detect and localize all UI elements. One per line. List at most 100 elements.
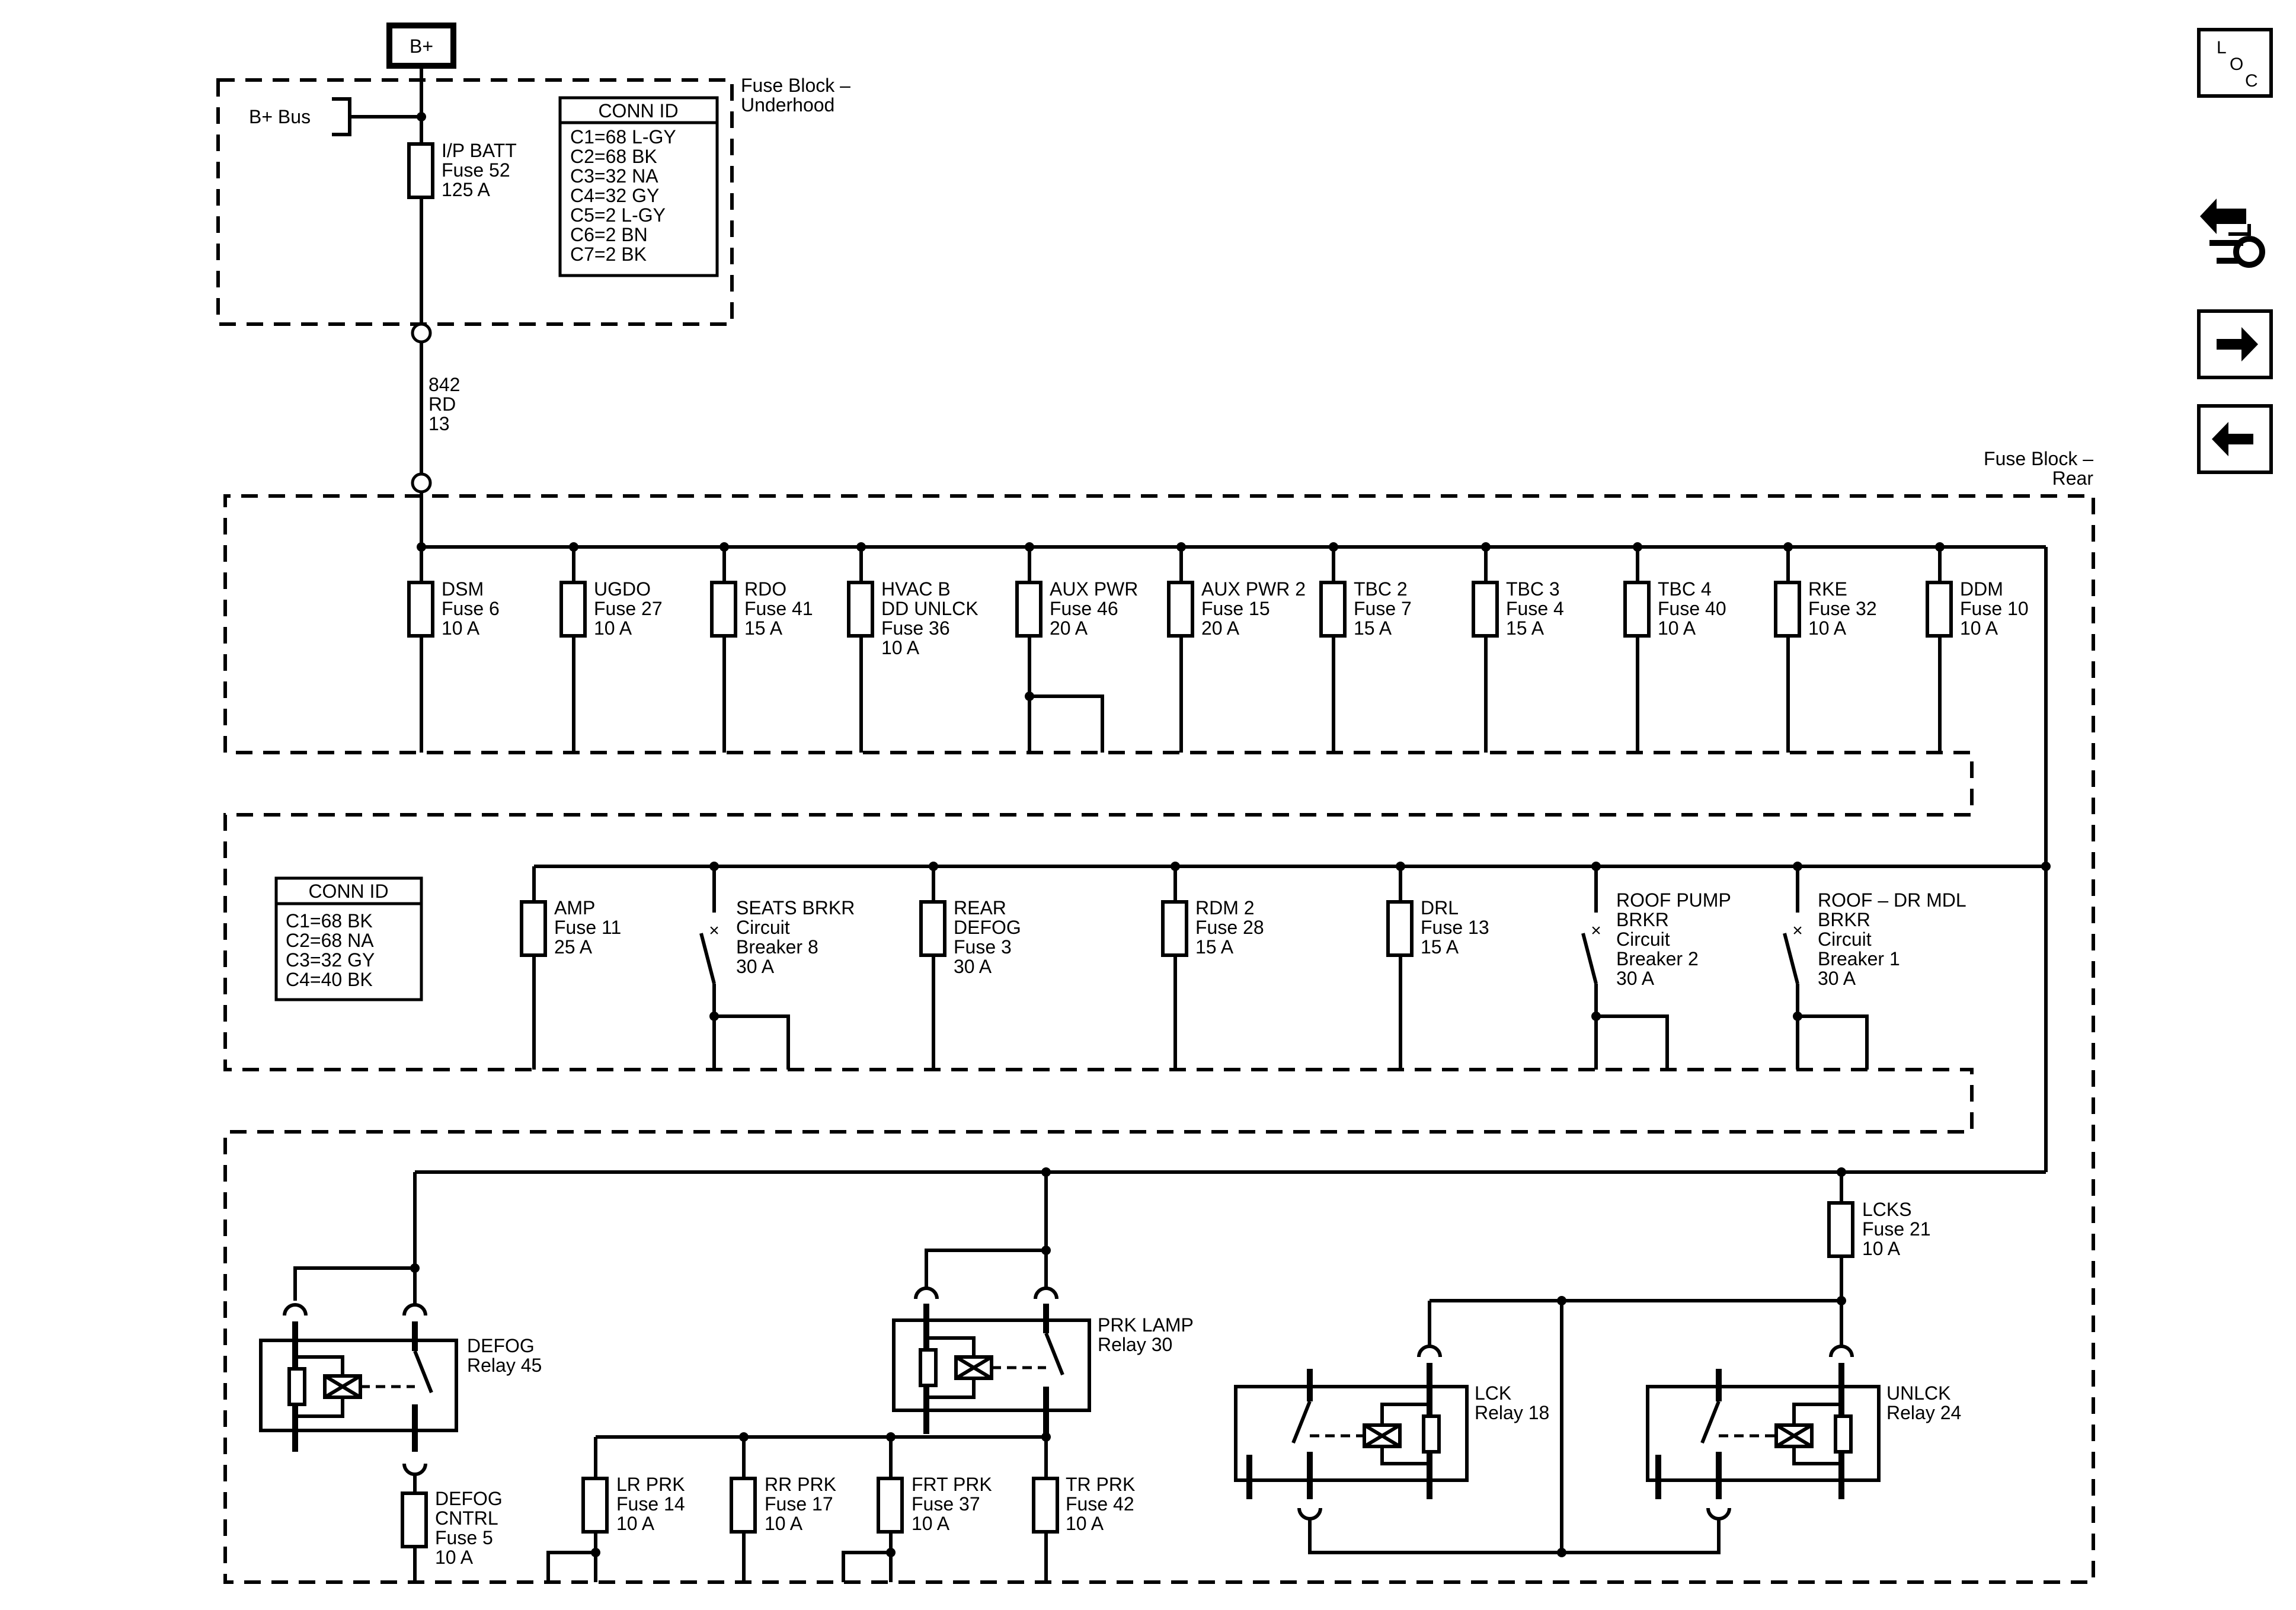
bottom-fuse-row: LR PRK Fuse 14 10 A RR PRK Fuse 17 10 A … [546, 1432, 1135, 1582]
fuse-ugdo: UGDO Fuse 27 10 A [559, 542, 663, 753]
circuit-breaker-roof-dr-mdl: × ROOF – DR MDL BRKR Circuit Breaker 1 3… [1783, 862, 1966, 1070]
fuse-rating: 10 A [1960, 617, 1998, 639]
breaker-rating: 30 A [736, 956, 775, 977]
fuse-rating: 10 A [1808, 617, 1847, 639]
b-plus-label: B+ [410, 36, 433, 57]
fuse-number: Fuse 40 [1658, 598, 1726, 619]
underhood-conn-id-item: C5=2 L-GY [570, 204, 666, 226]
fuse-name: TR PRK [1066, 1474, 1135, 1495]
fuse-number: Fuse 37 [912, 1493, 980, 1515]
defog-relay: DEFOG Relay 45 DEFOG CNTRL Fuse 5 10 A [259, 1263, 542, 1582]
fuse-rating: 10 A [1862, 1238, 1901, 1259]
fuse-name: AUX PWR [1050, 578, 1138, 600]
underhood-conn-id-item: C2=68 BK [570, 146, 657, 167]
fuse-amp: AMP Fuse 11 25 A [520, 866, 621, 1070]
fuse-number: Fuse 41 [744, 598, 813, 619]
fuse-tr-prk: TR PRK Fuse 42 10 A [1032, 1474, 1135, 1534]
next-page-arrow-icon[interactable] [2197, 309, 2273, 379]
breaker-rating: 30 A [1818, 968, 1856, 989]
breaker-number: Breaker 2 [1616, 948, 1699, 969]
ip-batt-fuse-rating: 125 A [442, 179, 491, 200]
rear-conn-id-title: CONN ID [308, 881, 388, 902]
rear-title-1: Fuse Block – [1984, 448, 2093, 469]
feed-wire-circuit: 842 [428, 374, 460, 395]
svg-text:×: × [1792, 921, 1803, 940]
fuse-block-rear: Fuse Block – Rear DSM Fuse 6 10 A UGDO F… [223, 448, 2095, 1584]
breaker-number: Breaker 1 [1818, 948, 1900, 969]
underhood-conn-id-item: C1=68 L-GY [570, 126, 676, 148]
fuse-rating: 15 A [744, 617, 783, 639]
fuse-rating: 25 A [554, 936, 593, 958]
fuse-ddm: DDM Fuse 10 10 A [1926, 542, 2029, 753]
breaker-rating: 30 A [1616, 968, 1655, 989]
relay-name: DEFOG [467, 1335, 535, 1356]
relay-name: PRK LAMP [1098, 1314, 1194, 1336]
unlck-relay: UNLCK Relay 24 [1646, 1345, 1961, 1541]
fuse-tbc-2: TBC 2 Fuse 7 15 A [1319, 542, 1412, 753]
fuse-number: Fuse 42 [1066, 1493, 1134, 1515]
breaker-name: ROOF PUMP [1616, 889, 1731, 911]
fuse-drl: DRL Fuse 13 15 A [1386, 862, 1489, 1070]
fuse-name: DRL [1421, 897, 1459, 918]
fuse-number: Fuse 14 [616, 1493, 685, 1515]
ip-batt-fuse [407, 142, 434, 199]
schematic-tools-icon[interactable] [2200, 199, 2265, 268]
fuse-number: Fuse 32 [1808, 598, 1877, 619]
middle-device-row: AMP Fuse 11 25 A × SEATS BRKR Circuit Br… [520, 862, 1966, 1070]
fuse-number: Fuse 15 [1201, 598, 1270, 619]
fuse-rr-prk: RR PRK Fuse 17 10 A [730, 1432, 836, 1582]
fuse-name-2: DD UNLCK [881, 598, 978, 619]
fuse-aux-pwr-2: AUX PWR 2 Fuse 15 20 A [1167, 542, 1306, 753]
feed-wire-gauge: 13 [428, 413, 450, 434]
fuse-dsm: DSM Fuse 6 10 A [407, 547, 500, 753]
fuse-rating: 10 A [765, 1513, 803, 1534]
prk-lamp-relay: PRK LAMP Relay 30 [892, 1172, 1194, 1582]
breaker-type: Circuit [1616, 929, 1670, 950]
relay-name: UNLCK [1886, 1382, 1950, 1404]
breaker-type: Circuit [1818, 929, 1872, 950]
fuse-name: RKE [1808, 578, 1847, 600]
fuse-name: LCKS [1862, 1199, 1912, 1220]
top-fuse-row: DSM Fuse 6 10 A UGDO Fuse 27 10 A RDO Fu… [407, 542, 2029, 753]
rear-conn-id-table [274, 876, 423, 1001]
fuse-name: LR PRK [616, 1474, 685, 1495]
fuse-rke: RKE Fuse 32 10 A [1774, 542, 1877, 753]
fuse-rating: 10 A [616, 1513, 655, 1534]
ip-batt-fuse-number: Fuse 52 [442, 159, 510, 181]
breaker-name-2: BRKR [1616, 909, 1669, 930]
fuse-number: Fuse 4 [1506, 598, 1564, 619]
feed-wire-color: RD [428, 393, 456, 415]
fuse-lcks: LCKS Fuse 21 10 A [1827, 1172, 1931, 1301]
fuse-tbc-4: TBC 4 Fuse 40 10 A [1623, 542, 1726, 753]
underhood-conn-id-item: C4=32 GY [570, 185, 659, 206]
fuse-number: Fuse 7 [1354, 598, 1412, 619]
fuse-number: Fuse 11 [554, 917, 621, 938]
fuse-name: RDM 2 [1195, 897, 1255, 918]
fuse-rear-defog: REAR DEFOG Fuse 3 30 A [919, 862, 1021, 1070]
fuse-rating: 10 A [442, 617, 480, 639]
loc-icon-letter-o: O [2230, 55, 2243, 74]
fuse-rating: 20 A [1050, 617, 1088, 639]
underhood-title-2: Underhood [741, 94, 834, 116]
underhood-conn-id-title: CONN ID [598, 100, 678, 121]
fuse-block-underhood: Fuse Block – Underhood B+ B+ Bus I/P BAT… [216, 23, 850, 333]
breaker-name: SEATS BRKR [736, 897, 855, 918]
fuse-rating: 10 A [1658, 617, 1696, 639]
fuse-name-2: DEFOG [954, 917, 1021, 938]
fuse-rating: 20 A [1201, 617, 1240, 639]
fuse-rating: 15 A [1354, 617, 1392, 639]
relay-number: Relay 30 [1098, 1334, 1172, 1355]
svg-text:×: × [709, 921, 720, 940]
previous-page-arrow-icon[interactable] [2197, 404, 2273, 474]
fuse-number: Fuse 27 [594, 598, 663, 619]
fuse-frt-prk: FRT PRK Fuse 37 10 A [842, 1432, 992, 1582]
underhood-conn-id-item: C3=32 NA [570, 165, 658, 187]
b-plus-bus-label: B+ Bus [249, 106, 311, 127]
fuse-name: TBC 4 [1658, 578, 1712, 600]
fuse-name: TBC 3 [1506, 578, 1560, 600]
fuse-name: RR PRK [765, 1474, 836, 1495]
fuse-name: TBC 2 [1354, 578, 1408, 600]
fuse-hvac-b-dd-unlck: HVAC B DD UNLCK Fuse 36 10 A [847, 542, 978, 753]
loc-icon[interactable]: L O C [2197, 28, 2273, 98]
